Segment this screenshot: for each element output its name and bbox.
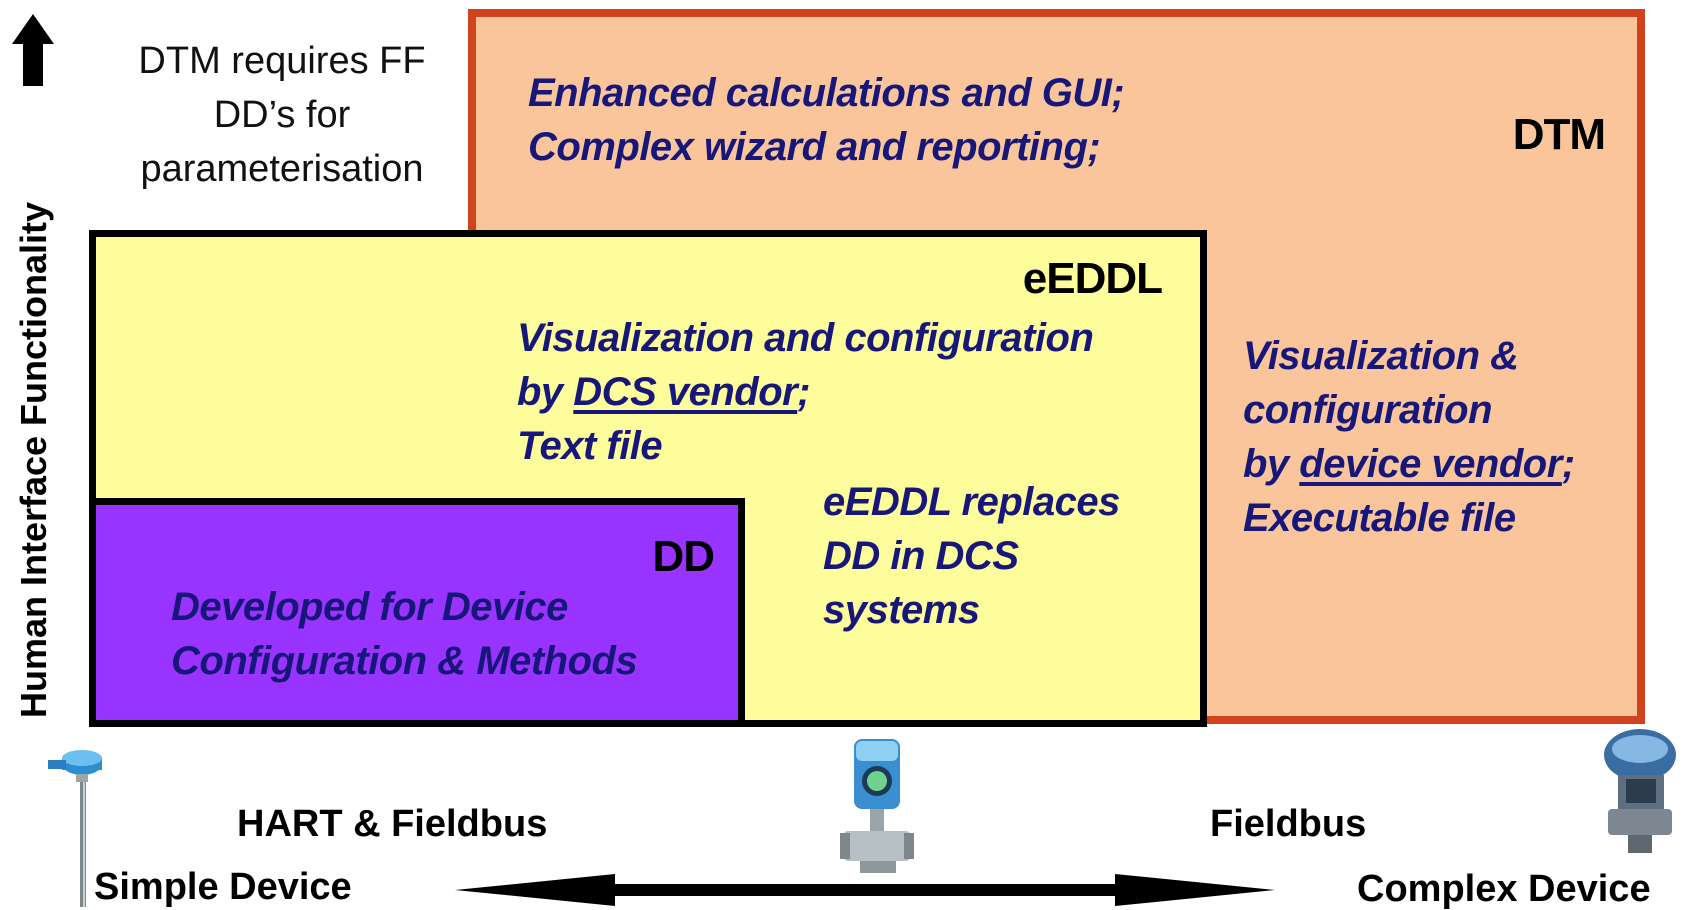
dd-title: DD	[652, 532, 715, 581]
dd-line2: Configuration & Methods	[171, 639, 638, 683]
dd-line1: Developed for Device	[171, 585, 568, 629]
right-protocol-label: Fieldbus	[1210, 803, 1367, 845]
up-arrow-icon	[12, 14, 54, 86]
dd-box: DD Developed for Device Configuration & …	[89, 498, 745, 727]
device-vendor-text: device vendor	[1299, 442, 1562, 486]
eddl-title: eEDDL	[1022, 254, 1163, 303]
dtm-top-line2: Complex wizard and reporting;	[528, 125, 1101, 169]
dtm-top-line1: Enhanced calculations and GUI;	[528, 71, 1125, 115]
temperature-probe-icon	[48, 750, 102, 907]
eddl-line2: by DCS vendor;	[517, 365, 1093, 419]
dtm-side-text: Visualization & configuration by device …	[1243, 329, 1575, 545]
eddl-line3: Text file	[517, 424, 663, 468]
eddl-replace-text: eEDDL replaces DD in DCS systems	[823, 475, 1120, 637]
eddl-line1: Visualization and configuration	[517, 316, 1094, 360]
valve-positioner-icon	[1604, 729, 1676, 853]
dcs-vendor-text: DCS vendor	[573, 370, 798, 414]
dtm-side-line2: configuration	[1243, 388, 1493, 432]
eddl-line2-prefix: by	[517, 370, 574, 414]
simple-device-label: Simple Device	[94, 866, 352, 908]
dtm-side-line3-suffix: ;	[1561, 442, 1575, 486]
eddl-replace-line2: DD in DCS	[823, 534, 1019, 578]
eddl-replace-line1: eEDDL replaces	[823, 480, 1120, 524]
dtm-note: DTM requires FF DD’s for parameterisatio…	[112, 34, 452, 196]
dtm-note-line2: DD’s for	[213, 94, 351, 136]
dtm-side-line1: Visualization &	[1243, 334, 1519, 378]
complex-device-label: Complex Device	[1357, 868, 1651, 910]
dtm-note-line1: DTM requires FF	[138, 40, 426, 82]
y-axis-label: Human Interface Functionality	[13, 201, 54, 719]
eddl-text: Visualization and configuration by DCS v…	[517, 311, 1094, 473]
left-protocol-label: HART & Fieldbus	[237, 803, 548, 845]
dd-text: Developed for Device Configuration & Met…	[171, 580, 638, 688]
eddl-line2-suffix: ;	[797, 370, 811, 414]
eddl-replace-line3: systems	[823, 588, 980, 632]
dtm-top-text: Enhanced calculations and GUI; Complex w…	[528, 66, 1125, 174]
dtm-side-line4: Executable file	[1243, 496, 1516, 540]
dtm-side-line3: by device vendor;	[1243, 437, 1575, 491]
flow-transmitter-icon	[840, 739, 914, 873]
dtm-title: DTM	[1512, 110, 1606, 159]
double-arrow-icon	[455, 874, 1275, 906]
dtm-side-line3-prefix: by	[1243, 442, 1300, 486]
dtm-note-line3: parameterisation	[140, 148, 424, 190]
